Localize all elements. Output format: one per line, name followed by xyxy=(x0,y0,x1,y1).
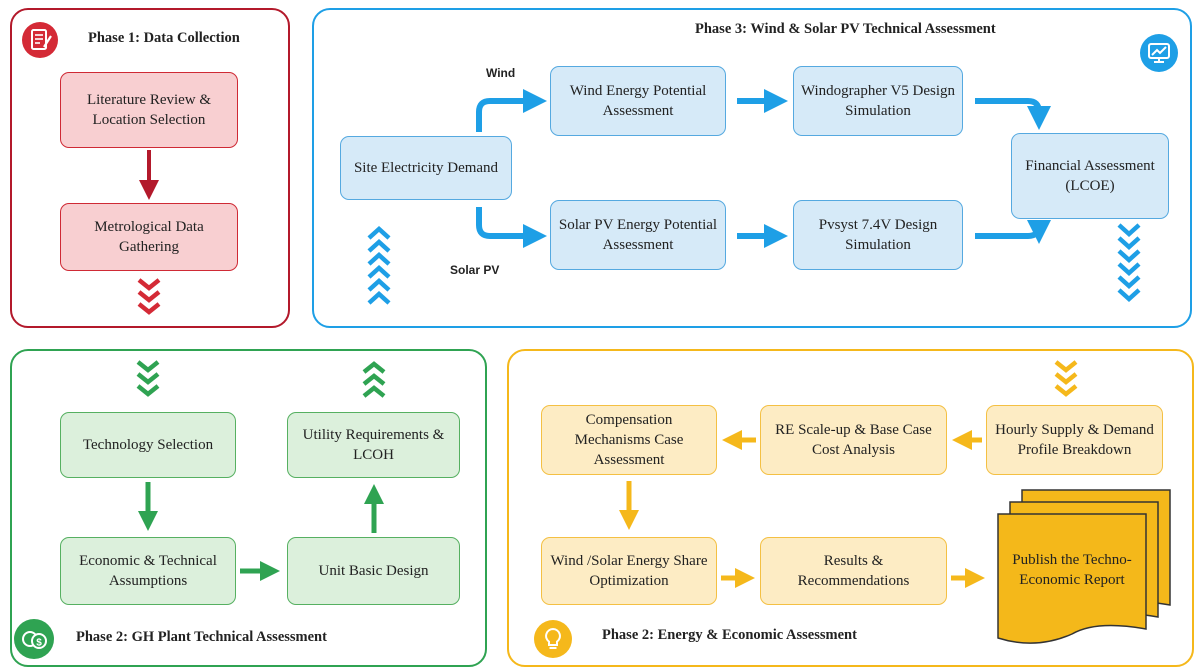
wind-label: Wind xyxy=(486,66,516,80)
phase1-title: Phase 1: Data Collection xyxy=(88,30,240,46)
publish-report-text: Publish the Techno-Economic Report xyxy=(1012,552,1132,588)
re-scaleup-box: RE Scale-up & Base Case Cost Analysis xyxy=(760,405,947,475)
pvsyst-box: Pvsyst 7.4V Design Simulation xyxy=(793,200,963,270)
checklist-icon xyxy=(22,22,58,58)
phase1-panel xyxy=(10,8,290,328)
phase3-panel xyxy=(312,8,1192,328)
results-box: Results & Recommendations xyxy=(760,537,947,605)
phase2-energy-title: Phase 2: Energy & Economic Assessment xyxy=(602,627,857,643)
hourly-profile-box: Hourly Supply & Demand Profile Breakdown xyxy=(986,405,1163,475)
financial-assessment-box: Financial Assessment (LCOE) xyxy=(1011,133,1169,219)
compensation-box: Compensation Mechanisms Case Assessment xyxy=(541,405,717,475)
phase2-gh-panel xyxy=(10,349,487,667)
wind-potential-box: Wind Energy Potential Assessment xyxy=(550,66,726,136)
unit-design-box: Unit Basic Design xyxy=(287,537,460,605)
money-icon: $ xyxy=(14,619,54,659)
windographer-box: Windographer V5 Design Simulation xyxy=(793,66,963,136)
solar-pv-label: Solar PV xyxy=(450,263,500,277)
lightbulb-icon xyxy=(534,620,572,658)
site-demand-box: Site Electricity Demand xyxy=(340,136,512,200)
share-optimization-box: Wind /Solar Energy Share Optimization xyxy=(541,537,717,605)
economic-assumptions-box: Economic & Technical Assumptions xyxy=(60,537,236,605)
monitor-chart-icon xyxy=(1140,34,1178,72)
technology-selection-box: Technology Selection xyxy=(60,412,236,478)
phase2-gh-title: Phase 2: GH Plant Technical Assessment xyxy=(76,629,327,645)
literature-review-box: Literature Review & Location Selection xyxy=(60,72,238,148)
metrological-data-box: Metrological Data Gathering xyxy=(60,203,238,271)
svg-text:$: $ xyxy=(36,638,42,649)
solar-potential-box: Solar PV Energy Potential Assessment xyxy=(550,200,726,270)
phase3-title: Phase 3: Wind & Solar PV Technical Asses… xyxy=(695,21,996,37)
utility-requirements-box: Utility Requirements & LCOH xyxy=(287,412,460,478)
phase2-energy-panel xyxy=(507,349,1194,667)
